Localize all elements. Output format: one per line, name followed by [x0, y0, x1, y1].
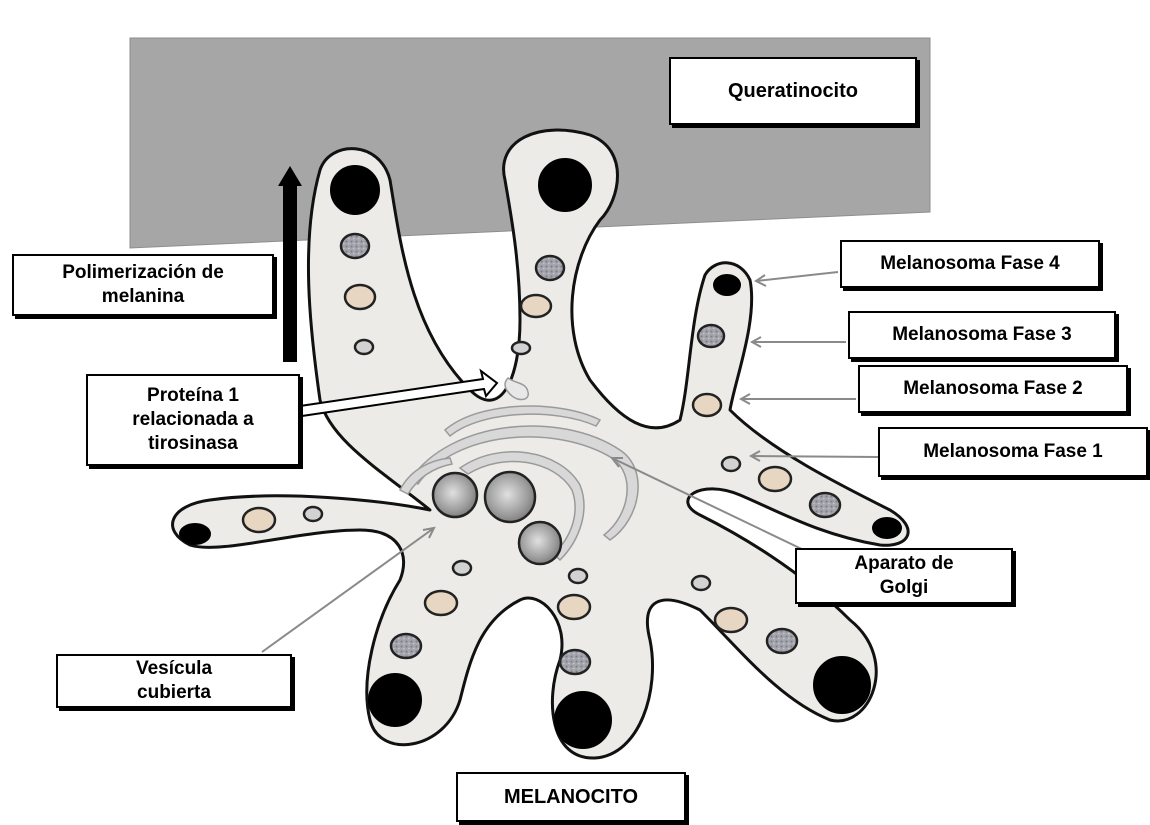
- label-fase1: Melanosoma Fase 1: [878, 427, 1148, 477]
- melanosome-phase-1: [453, 561, 471, 575]
- label-queratinocito: Queratinocito: [669, 57, 917, 125]
- coated-vesicle: [433, 473, 477, 517]
- melanosome-phase-2: [425, 591, 457, 615]
- melanosome-phase-4: [814, 657, 870, 713]
- melanosome-phase-3: [560, 650, 590, 674]
- melanosome-phase-3: [341, 234, 369, 258]
- melanosome-phase-2: [759, 467, 791, 491]
- melanosome-phase-1: [304, 507, 322, 521]
- melanosome-phase-4: [555, 692, 611, 748]
- melanosome-phase-4: [369, 674, 421, 726]
- melanosome-phase-2: [715, 608, 747, 632]
- melanosome-phase-2: [521, 295, 551, 317]
- melanosome-phase-2: [345, 285, 375, 309]
- melanosome-phase-1: [722, 457, 740, 471]
- arrow-fase3: [752, 337, 846, 347]
- arrow-fase2: [741, 394, 856, 404]
- melanosome-phase-3: [536, 256, 564, 280]
- label-fase3: Melanosoma Fase 3: [848, 311, 1116, 359]
- melanosome-phase-4: [714, 275, 740, 295]
- label-golgi: Aparato de Golgi: [795, 548, 1013, 604]
- label-melanocito: MELANOCITO: [456, 772, 686, 822]
- label-fase2: Melanosoma Fase 2: [858, 365, 1128, 413]
- melanosome-phase-3: [810, 493, 840, 517]
- melanosome-phase-4: [873, 518, 901, 538]
- melanosome-phase-1: [692, 576, 710, 590]
- label-vesicula: Vesícula cubierta: [56, 654, 292, 708]
- melanosome-phase-1: [355, 340, 373, 354]
- melanosome-phase-2: [558, 595, 590, 619]
- coated-vesicle: [485, 472, 535, 522]
- melanosome-phase-3: [767, 629, 797, 653]
- label-polimerizacion: Polimerización de melanina: [12, 254, 274, 316]
- arrow-fase4: [756, 272, 838, 286]
- melanosome-phase-1: [512, 342, 530, 354]
- melanosome-phase-3: [391, 634, 421, 658]
- melanosome-phase-2: [693, 394, 721, 416]
- label-fase4: Melanosoma Fase 4: [840, 240, 1100, 288]
- coated-vesicle: [519, 522, 561, 564]
- melanosome-phase-2: [243, 508, 275, 532]
- melanosome-phase-4: [539, 159, 591, 211]
- label-proteina: Proteína 1 relacionada a tirosinasa: [86, 374, 300, 466]
- melanosome-phase-4: [180, 524, 210, 544]
- melanosome-phase-3: [698, 325, 724, 347]
- melanosome-phase-4: [331, 166, 379, 214]
- melanosome-phase-1: [569, 569, 587, 583]
